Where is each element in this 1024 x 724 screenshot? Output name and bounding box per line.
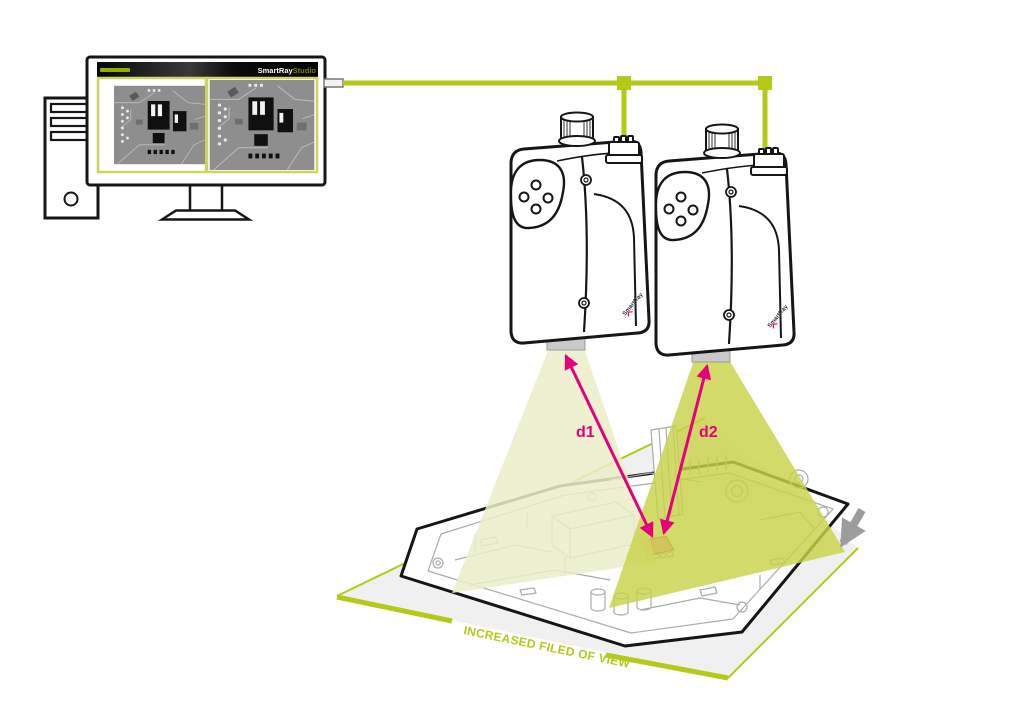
arrow-d1 (564, 353, 654, 539)
titlebar-menu-text (100, 68, 130, 72)
cable-junction-1 (617, 76, 631, 90)
label-d1: d1 (576, 424, 595, 441)
cable-drop-1 (621, 83, 627, 147)
motion-direction-arrow-icon (839, 508, 866, 548)
app-titlebar (97, 62, 318, 77)
cable-junction-2 (758, 76, 772, 90)
arrow-d2 (659, 363, 712, 536)
sensor-left (509, 111, 651, 352)
sensor-right (654, 123, 796, 364)
cable-port-connector (323, 78, 344, 88)
cable-horizontal (343, 80, 765, 86)
screen-content: SmartRayStudio (96, 62, 319, 174)
power-button-icon (63, 191, 79, 207)
monitor: SmartRayStudio (85, 55, 344, 221)
ethernet-cable (343, 76, 772, 161)
cable-drop-2 (762, 83, 768, 161)
monitor-stand-base (157, 209, 254, 221)
app-title: SmartRayStudio (258, 66, 317, 75)
label-d2: d2 (699, 424, 718, 441)
computer-tower (43, 96, 100, 220)
measurement-arrows (564, 353, 712, 539)
laser-cone-right (609, 360, 845, 608)
monitor-stand-neck (188, 183, 224, 213)
